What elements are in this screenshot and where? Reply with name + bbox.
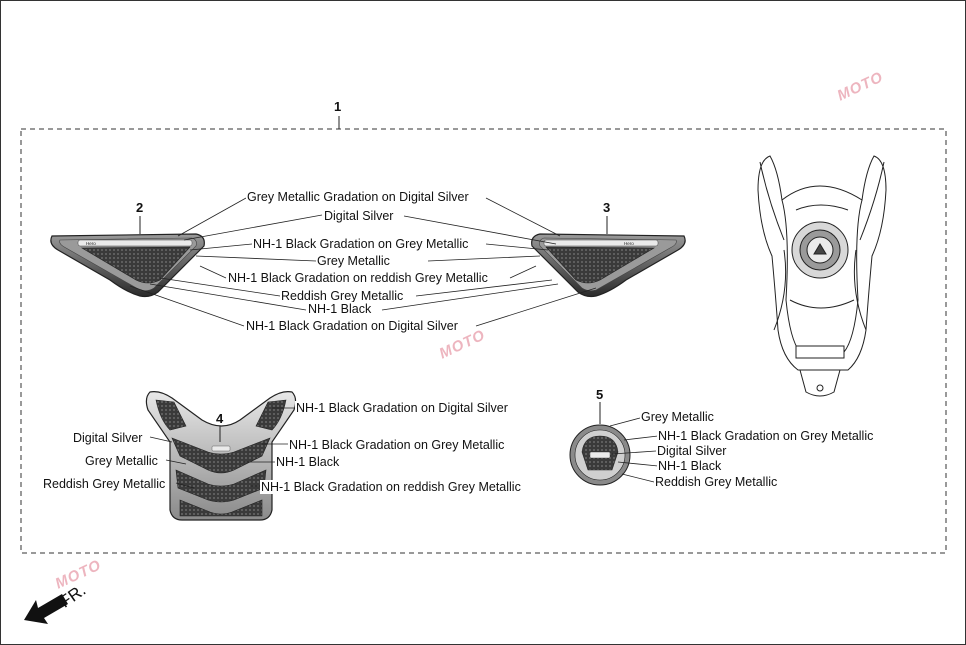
callout-3: 3 (603, 200, 611, 215)
label-nh1-black: NH-1 Black (307, 302, 373, 316)
p4-label-grey-metallic: Grey Metallic (84, 454, 159, 468)
callout-1: 1 (334, 99, 342, 114)
p4-label-reddish-grey-metallic: Reddish Grey Metallic (42, 477, 167, 491)
label-digital-silver: Digital Silver (323, 209, 395, 223)
p4-label-nh1-black: NH-1 Black (275, 455, 341, 469)
p5-label-nh1-black: NH-1 Black (657, 459, 723, 473)
label-grey-metallic-gradation-digital-silver: Grey Metallic Gradation on Digital Silve… (246, 190, 470, 204)
label-reddish-grey-metallic: Reddish Grey Metallic (280, 289, 405, 303)
svg-text:Hero: Hero (86, 241, 96, 246)
arrow-down-left-icon (24, 594, 68, 624)
svg-text:Hero: Hero (624, 241, 634, 246)
kit-boundary (20, 128, 947, 554)
label-nh1-black-gradation-grey-metallic: NH-1 Black Gradation on Grey Metallic (252, 237, 470, 251)
part-2-side-emblem-left: Hero (50, 233, 205, 298)
part-3-side-emblem-right: Hero (531, 233, 686, 298)
leaders-parts-2-3 (129, 197, 597, 327)
p4-label-nh1-black-gradation-grey-metallic: NH-1 Black Gradation on Grey Metallic (288, 438, 506, 452)
p4-label-nh1-black-gradation-reddish-grey: NH-1 Black Gradation on reddish Grey Met… (260, 480, 522, 494)
callout-5: 5 (596, 387, 604, 402)
p5-label-grey-metallic: Grey Metallic (640, 410, 715, 424)
p5-label-digital-silver: Digital Silver (656, 444, 728, 458)
callout-2: 2 (136, 200, 144, 215)
p4-label-digital-silver: Digital Silver (72, 431, 144, 445)
label-nh1-black-gradation-reddish-grey: NH-1 Black Gradation on reddish Grey Met… (227, 271, 489, 285)
fuel-tank-illustration (757, 155, 887, 397)
label-nh1-black-gradation-digital-silver: NH-1 Black Gradation on Digital Silver (245, 319, 459, 333)
part-5-fuel-cap-sticker (569, 424, 631, 486)
p5-label-reddish-grey-metallic: Reddish Grey Metallic (654, 475, 779, 489)
p4-label-nh1-black-gradation-digital-silver: NH-1 Black Gradation on Digital Silver (295, 401, 509, 415)
label-grey-metallic: Grey Metallic (316, 254, 391, 268)
p5-label-nh1-black-gradation-grey-metallic: NH-1 Black Gradation on Grey Metallic (657, 429, 875, 443)
callout-4: 4 (216, 411, 224, 426)
leaders-part-5 (609, 417, 659, 483)
part-4-tank-pad (145, 391, 297, 521)
leaders-part-4 (149, 407, 296, 489)
